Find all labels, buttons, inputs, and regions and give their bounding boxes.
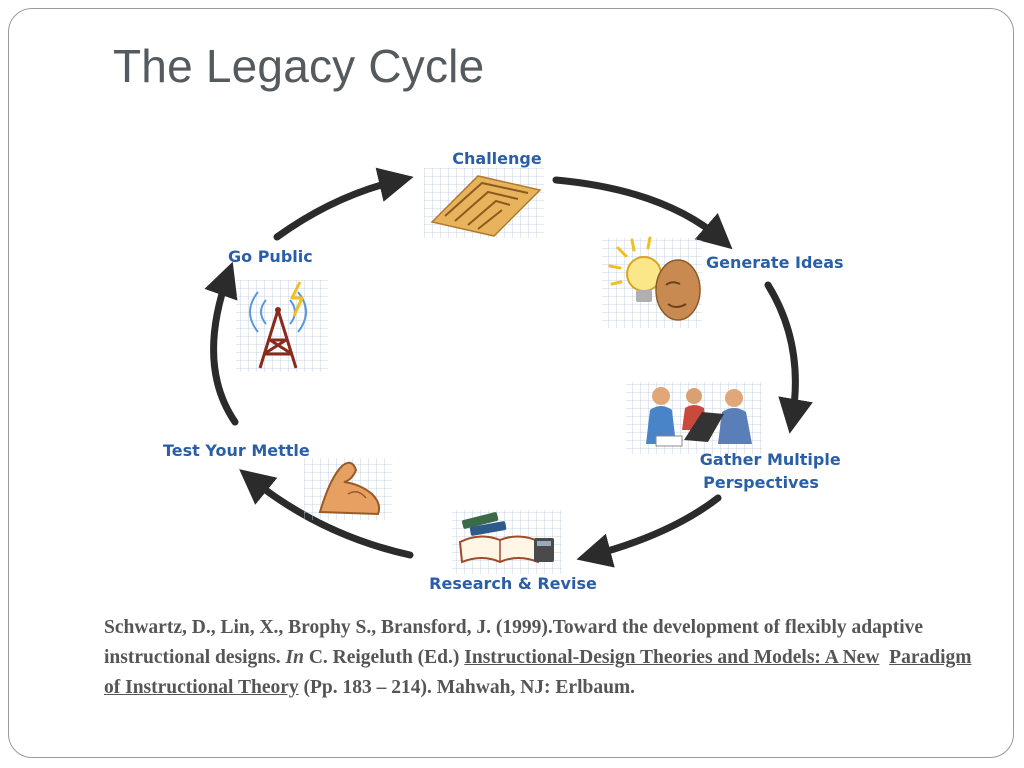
arrow-challenge-to-generate <box>552 176 733 250</box>
flexed-arm-icon <box>304 458 392 520</box>
stage-label-gather-line2: Perspectives <box>703 473 819 492</box>
arrow-gather-to-research <box>576 494 722 568</box>
arrow-research-to-test <box>239 469 414 559</box>
reference-citation: Schwartz, D., Lin, X., Brophy S., Bransf… <box>104 613 984 703</box>
broadcast-tower-icon <box>236 280 328 372</box>
stage-label-challenge: Challenge <box>452 149 542 168</box>
reference-article-title: Toward the development of flexibly adapt… <box>104 617 924 668</box>
people-meeting-icon <box>626 382 762 454</box>
stage-label-gather-line1: Gather Multiple <box>700 450 841 469</box>
cycle-arrows <box>204 167 813 568</box>
stage-label-research-revise: Research & Revise <box>429 574 597 593</box>
arrow-test-to-gopublic <box>204 261 239 426</box>
lightbulb-head-icon <box>602 236 702 328</box>
stage-label-gather-perspectives: Gather Multiple Perspectives <box>700 450 847 492</box>
slide: The Legacy Cycle <box>8 8 1014 758</box>
reference-book-title-2: Paradigm of Instructional Theory <box>104 647 972 698</box>
reference-pages-publisher: (Pp. 183 – 214). Mahwah, NJ: Erlbaum. <box>298 677 636 698</box>
stage-label-generate-ideas: Generate Ideas <box>706 253 844 272</box>
stage-label-test-mettle: Test Your Mettle <box>163 441 310 460</box>
maze-icon <box>424 168 544 238</box>
stage-label-go-public: Go Public <box>228 247 313 266</box>
books-icon <box>452 510 562 574</box>
reference-editor: C. Reigeluth (Ed.) <box>303 647 465 668</box>
reference-authors: Schwartz, D., Lin, X., Brophy S., Bransf… <box>104 617 553 638</box>
arrow-gopublic-to-challenge <box>273 167 414 241</box>
reference-book-title-1: Instructional-Design Theories and Models… <box>464 647 880 668</box>
arrow-generate-to-gather <box>764 281 813 434</box>
slide-title: The Legacy Cycle <box>113 40 485 92</box>
reference-in-word: In <box>285 647 304 668</box>
